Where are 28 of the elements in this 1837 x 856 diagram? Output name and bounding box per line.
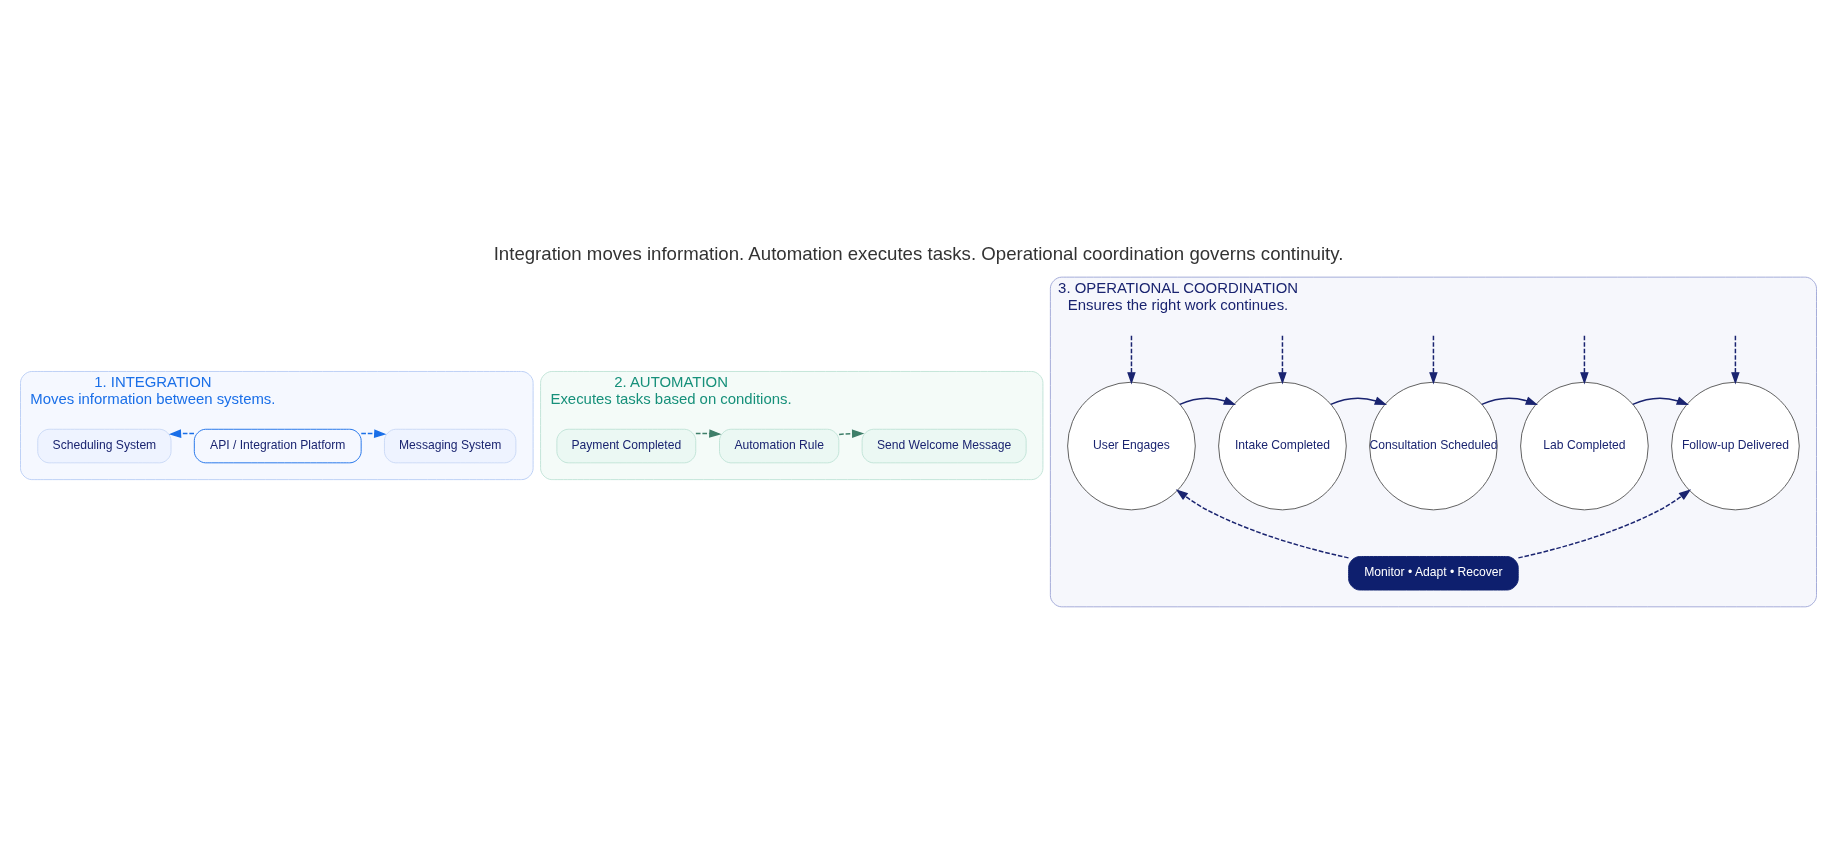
arrow xyxy=(1517,489,1692,559)
node-box: Automation Rule xyxy=(719,428,840,464)
node-circle: Lab Completed xyxy=(1520,381,1649,511)
node-circle: Consultation Scheduled xyxy=(1369,381,1498,511)
arrow xyxy=(168,429,195,438)
arrow xyxy=(1179,396,1237,406)
arrow xyxy=(695,429,722,438)
arrow xyxy=(1429,334,1438,385)
arrow xyxy=(1731,334,1740,385)
node-circle: User Engages xyxy=(1067,381,1196,511)
node-box: Monitor • Adapt • Recover xyxy=(1348,556,1519,591)
arrow xyxy=(838,429,865,438)
node-box: API / Integration Platform xyxy=(193,428,362,464)
node-box: Payment Completed xyxy=(556,428,697,464)
arrow xyxy=(1330,396,1388,406)
node-box: Scheduling System xyxy=(37,428,172,464)
arrow xyxy=(360,429,387,438)
node-box: Send Welcome Message xyxy=(861,428,1027,464)
arrow xyxy=(1175,489,1350,559)
arrow xyxy=(1278,334,1287,385)
arrow xyxy=(1481,396,1539,406)
diagram-title: Integration moves information. Automation executes tasks. Operational coordination governs continuity. xyxy=(493,243,1344,265)
arrow xyxy=(1127,334,1136,385)
arrow xyxy=(1580,334,1589,385)
arrow xyxy=(1632,396,1689,406)
node-circle: Follow-up Delivered xyxy=(1671,381,1800,511)
node-box: Messaging System xyxy=(384,428,517,464)
node-circle: Intake Completed xyxy=(1218,381,1347,511)
